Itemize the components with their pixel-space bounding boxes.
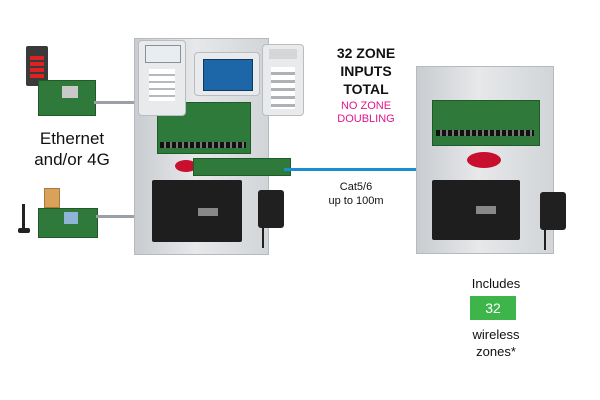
module-red-keys xyxy=(30,56,44,78)
keypad-standard xyxy=(262,44,304,116)
wireless-count-badge: 32 xyxy=(470,296,516,320)
ness-logo-left xyxy=(175,160,197,172)
keypad-lcd xyxy=(138,40,186,116)
sim-card xyxy=(44,188,60,208)
battery-left-logo xyxy=(198,208,218,216)
ethernet-label: Ethernet and/or 4G xyxy=(18,128,126,170)
cable-label: Cat5/6 up to 100m xyxy=(318,180,394,208)
keypad-standard-screen xyxy=(269,49,297,59)
4g-chip xyxy=(64,212,78,224)
board-terminal-strip xyxy=(160,142,246,148)
subtitle-line-1: NO ZONE xyxy=(340,100,392,112)
expander-board xyxy=(432,100,540,146)
4g-connector-line xyxy=(96,215,134,218)
wireless-line-1: wireless xyxy=(472,327,520,342)
antenna-base xyxy=(18,228,30,233)
ethernet-connector-line xyxy=(94,101,134,104)
power-adapter-left xyxy=(258,190,284,228)
antenna-icon xyxy=(22,204,25,232)
ethernet-module xyxy=(20,46,52,98)
battery-right-logo xyxy=(476,206,496,214)
ethernet-label-line-1: Ethernet xyxy=(39,129,105,148)
title-line-2: INPUTS xyxy=(340,63,392,79)
title-line-1: 32 ZONE xyxy=(336,45,396,61)
keypad-lcd-buttons xyxy=(149,69,175,101)
ethernet-label-line-2: and/or 4G xyxy=(34,150,110,169)
no-zone-doubling-subtitle: NO ZONE DOUBLING xyxy=(320,100,412,126)
cat-cable-line xyxy=(284,168,416,171)
power-cord-right xyxy=(544,230,546,250)
wireless-line-2: zones* xyxy=(476,344,516,359)
wireless-zones-label: wireless zones* xyxy=(450,326,542,360)
power-adapter-right xyxy=(540,192,566,230)
zone-inputs-title: 32 ZONE INPUTS TOTAL xyxy=(320,44,412,98)
ethernet-chip xyxy=(62,86,78,98)
keypad-standard-buttons xyxy=(271,67,295,109)
keypad-lcd-screen xyxy=(145,45,181,63)
cable-label-line-2: up to 100m xyxy=(328,195,384,207)
expander-terminal-strip xyxy=(436,130,534,136)
keypad-touchscreen xyxy=(194,52,260,96)
power-cord-left xyxy=(262,228,264,248)
title-line-3: TOTAL xyxy=(343,81,389,97)
cable-label-line-1: Cat5/6 xyxy=(339,181,373,193)
expansion-board xyxy=(193,158,291,176)
ness-logo-right xyxy=(467,152,501,168)
touchscreen-display xyxy=(203,59,253,91)
includes-label: Includes xyxy=(471,276,521,291)
subtitle-line-2: DOUBLING xyxy=(337,113,395,125)
battery-left xyxy=(152,180,242,242)
